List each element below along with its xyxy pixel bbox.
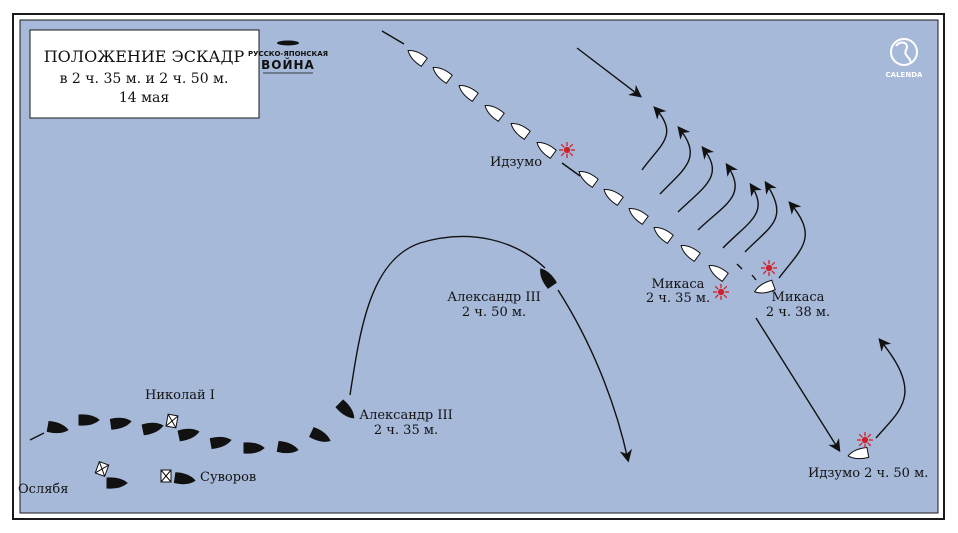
rising-sun-icon (712, 283, 730, 301)
damaged-ship-nikolai (165, 413, 179, 429)
emblem-line-1: РУССКО-ЯПОНСКАЯ (248, 50, 328, 58)
label-izumo-250: Идзумо 2 ч. 50 м. (808, 466, 928, 481)
emblem-line-2: ВОЙНА (261, 57, 315, 72)
japanese-ship (578, 170, 599, 189)
japanese-ship (603, 188, 624, 207)
war-emblem: РУССКО-ЯПОНСКАЯ ВОЙНА (248, 40, 328, 74)
japanese-ship (458, 84, 479, 103)
map-labels: Идзумо Микаса 2 ч. 35 м. Микаса 2 ч. 38 … (18, 155, 928, 497)
label-izumo-top: Идзумо (490, 155, 542, 170)
japanese-ship (628, 207, 649, 226)
japanese-ship-mikasa-235 (708, 264, 729, 283)
japanese-ship-mikasa-238 (753, 279, 776, 294)
russian-ship (276, 440, 299, 454)
turn-arrow (576, 47, 643, 98)
russian-ship (309, 427, 331, 442)
turn-arrow (722, 182, 762, 249)
russian-ship-alexander-250 (540, 268, 557, 289)
label-mikasa-238-name: Микаса (772, 290, 825, 305)
label-mikasa-235-time: 2 ч. 35 м. (646, 291, 710, 306)
japanese-ship (680, 244, 701, 263)
russian-ship (141, 422, 164, 436)
japanese-ship (484, 104, 505, 123)
russian-course-lines (29, 235, 633, 463)
damaged-ship-suvorov (160, 469, 172, 483)
label-suvorov: Суворов (200, 470, 256, 485)
turn-arrow (744, 180, 778, 253)
turn-arrow (778, 201, 806, 279)
rising-sun-icon (760, 259, 778, 277)
turn-arrow (677, 146, 715, 213)
turn-arrow (659, 126, 691, 195)
russian-ship-oslyabya (106, 477, 128, 489)
turn-arrow (875, 338, 906, 439)
turn-arrow (697, 162, 738, 231)
title-box: ПОЛОЖЕНИЕ ЭСКАДР в 2 ч. 35 м. и 2 ч. 50 … (29, 29, 260, 119)
russian-ships (46, 268, 557, 489)
label-alexander-250-time: 2 ч. 50 м. (462, 305, 526, 320)
japanese-ship (432, 66, 453, 85)
title-line-3: 14 мая (119, 90, 170, 106)
russian-ship-suvorov (173, 472, 196, 485)
alexander-track-south (557, 289, 633, 463)
title-line-1: ПОЛОЖЕНИЕ ЭСКАДР (44, 47, 245, 66)
japanese-ship-izumo-250 (847, 446, 870, 460)
rising-sun-icon (558, 141, 576, 159)
japanese-ship (653, 226, 674, 245)
russian-ship (209, 436, 232, 450)
japanese-ship (510, 122, 531, 141)
russian-ship (78, 414, 100, 426)
label-mikasa-235-name: Микаса (652, 277, 705, 292)
russian-ship (46, 420, 69, 434)
label-mikasa-238-time: 2 ч. 38 м. (766, 305, 830, 320)
russian-ship-alexander-235 (335, 399, 355, 419)
japanese-turn-arrows (576, 47, 906, 439)
label-alexander-235-name: Александр III (359, 408, 452, 423)
label-oslyabya: Ослябя (18, 482, 68, 497)
damaged-ship-oslyabya (94, 461, 110, 477)
calenda-text: CALENDA (886, 71, 923, 79)
title-line-2: в 2 ч. 35 м. и 2 ч. 50 м. (60, 71, 229, 87)
russian-ship (109, 417, 132, 430)
japanese-ship (407, 49, 428, 68)
label-nikolai: Николай I (145, 388, 215, 403)
label-alexander-250-name: Александр III (447, 290, 540, 305)
turn-arrow (641, 106, 668, 171)
alexander-loop (349, 235, 546, 396)
label-alexander-235-time: 2 ч. 35 м. (374, 423, 438, 438)
russian-ship (177, 428, 200, 442)
rising-sun-icon (856, 431, 874, 449)
japanese-ship (536, 141, 557, 160)
japanese-course-lines (381, 30, 841, 453)
damaged-markers (94, 413, 179, 483)
calenda-logo: CALENDA (886, 38, 923, 79)
russian-ship (243, 442, 265, 454)
japanese-ships (407, 49, 870, 460)
